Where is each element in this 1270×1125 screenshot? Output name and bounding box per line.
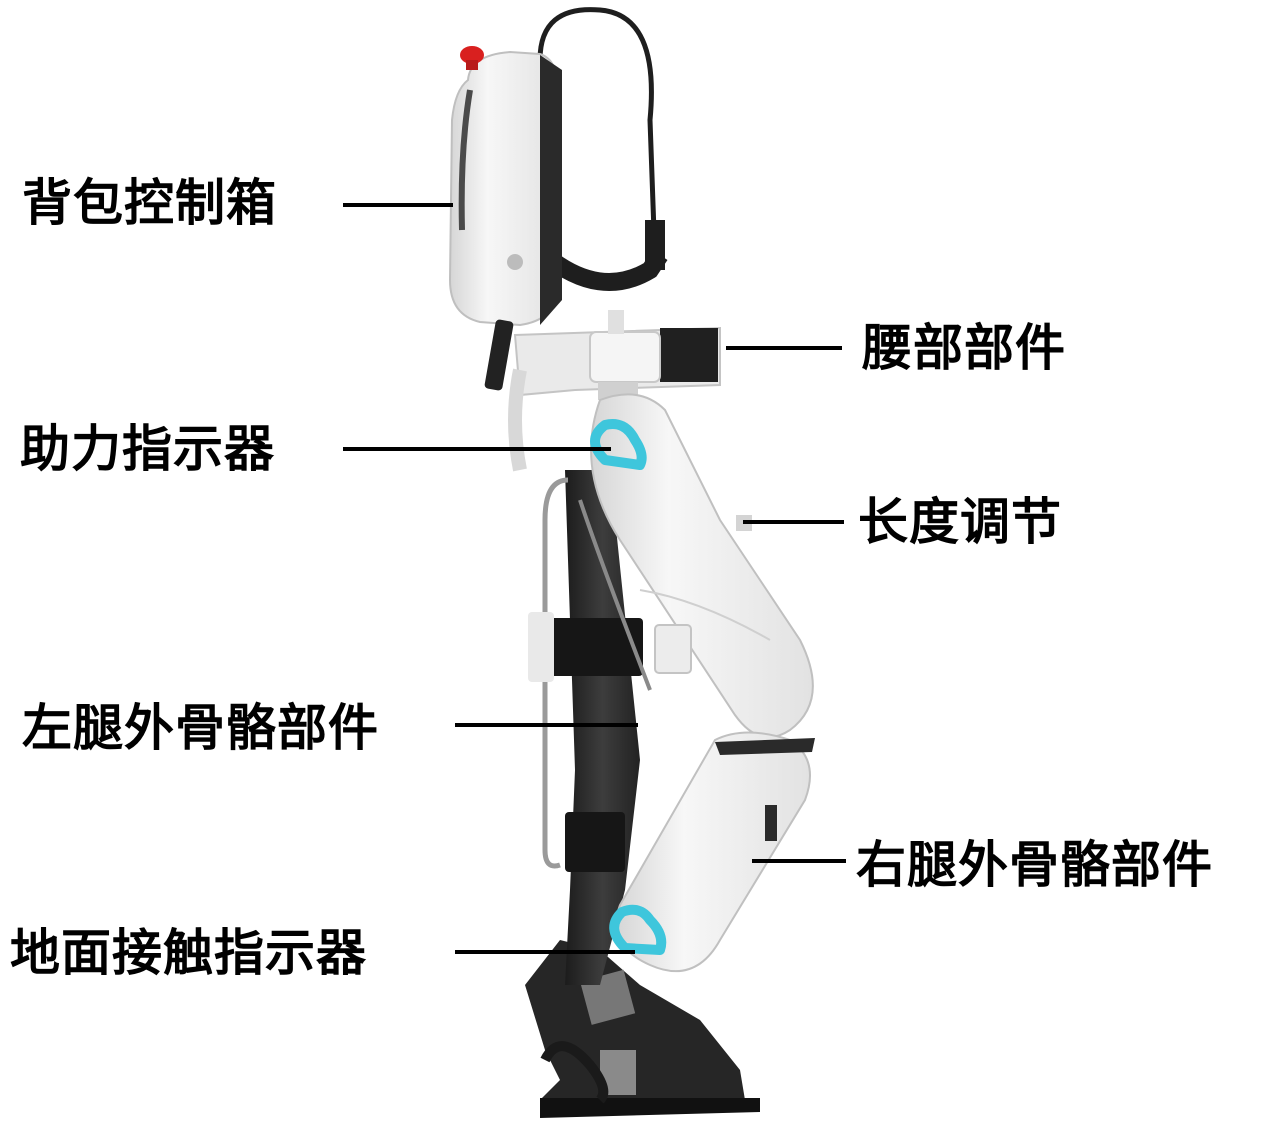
foot-assembly xyxy=(525,940,760,1118)
right-thigh-shell xyxy=(590,393,814,739)
label-left-leg-exoskeleton: 左腿外骨骼部件 xyxy=(22,698,379,757)
label-right-leg-exoskeleton: 右腿外骨骼部件 xyxy=(856,835,1213,894)
leader-right-leg-exoskeleton xyxy=(752,859,846,863)
waist-component-illustration xyxy=(508,310,721,472)
label-ground-contact-indicator: 地面接触指示器 xyxy=(10,923,367,982)
leader-left-leg-exoskeleton xyxy=(455,723,638,727)
leader-assist-indicator xyxy=(343,447,611,451)
leader-waist-component xyxy=(726,346,842,350)
leader-ground-contact-indicator xyxy=(455,950,635,954)
label-waist-component: 腰部部件 xyxy=(862,318,1066,377)
label-length-adjustment: 长度调节 xyxy=(858,492,1062,551)
label-backpack-control-box: 背包控制箱 xyxy=(22,173,277,232)
leader-backpack-control-box xyxy=(343,203,453,207)
left-leg-frame xyxy=(528,470,652,985)
label-assist-indicator: 助力指示器 xyxy=(20,419,275,478)
backpack-control-box-illustration xyxy=(448,46,562,391)
right-shank-shell xyxy=(609,731,815,973)
leader-length-adjustment xyxy=(743,520,844,524)
